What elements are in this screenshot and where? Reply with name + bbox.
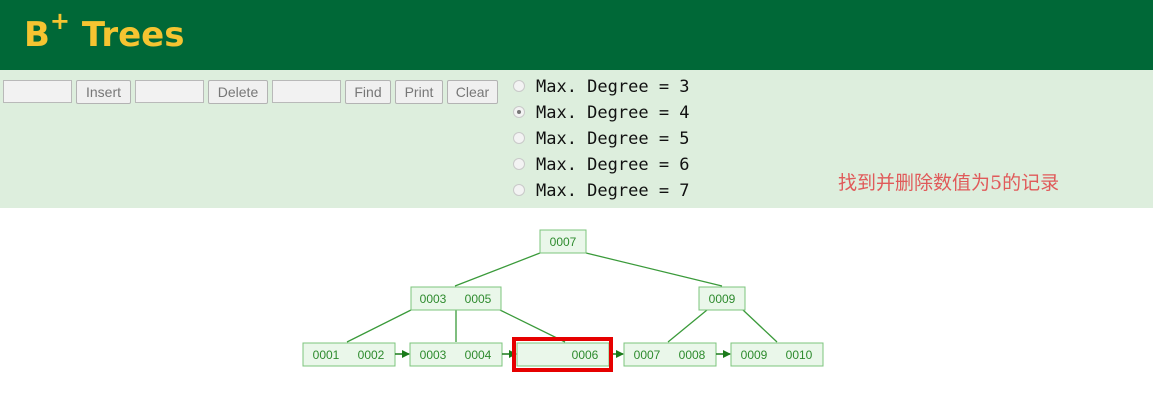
degree-label-6: Max. Degree = 6 xyxy=(536,155,690,175)
delete-input[interactable] xyxy=(135,80,204,103)
leaf-3-key-2: 0006 xyxy=(572,348,599,362)
leaf-5-key-2: 0010 xyxy=(786,348,813,362)
bplus-tree-diagram: 0007 0003 0005 0009 0001 0002 0003 0004 … xyxy=(302,229,824,372)
leaf-4-key-2: 0008 xyxy=(679,348,706,362)
page-title: B+ Trees xyxy=(24,7,185,55)
delete-button[interactable]: Delete xyxy=(208,80,268,104)
leaf-5-key-1: 0009 xyxy=(741,348,768,362)
leaf-2-key-1: 0003 xyxy=(420,348,447,362)
degree-label-5: Max. Degree = 5 xyxy=(536,129,690,149)
find-input[interactable] xyxy=(272,80,341,103)
leaf-1-key-1: 0001 xyxy=(313,348,340,362)
degree-radio-4[interactable] xyxy=(513,106,525,118)
clear-button[interactable]: Clear xyxy=(447,80,498,104)
edge-internal-right-to-leaf-5 xyxy=(742,309,778,343)
internal-left-key-1: 0003 xyxy=(420,292,447,306)
leaf-node-5 xyxy=(730,342,824,367)
internal-node-left xyxy=(410,286,502,311)
control-panel: Insert Delete Find Print Clear Max. Degr… xyxy=(0,70,1153,208)
internal-right-key-1: 0009 xyxy=(709,292,736,306)
degree-radio-5[interactable] xyxy=(513,132,525,144)
internal-left-key-2: 0005 xyxy=(465,292,492,306)
leaf-2-key-2: 0004 xyxy=(465,348,492,362)
edge-internal-left-to-leaf-3 xyxy=(499,309,566,343)
degree-radio-7[interactable] xyxy=(513,184,525,196)
degree-label-4: Max. Degree = 4 xyxy=(536,103,690,123)
leaf-4-key-1: 0007 xyxy=(634,348,661,362)
degree-radio-3[interactable] xyxy=(513,80,525,92)
highlight-box xyxy=(512,337,613,372)
degree-radio-6[interactable] xyxy=(513,158,525,170)
edge-root-to-internal-left xyxy=(454,252,541,287)
insert-button[interactable]: Insert xyxy=(76,80,131,104)
insert-input[interactable] xyxy=(3,80,72,103)
leaf-1-key-2: 0002 xyxy=(358,348,385,362)
degree-label-7: Max. Degree = 7 xyxy=(536,181,690,201)
edge-internal-right-to-leaf-4 xyxy=(667,309,708,343)
root-key: 0007 xyxy=(550,235,577,249)
edge-internal-left-to-leaf-1 xyxy=(346,309,412,343)
app-header: B+ Trees xyxy=(0,0,1153,70)
root-node xyxy=(539,229,587,254)
edge-root-to-internal-right xyxy=(585,252,723,287)
find-button[interactable]: Find xyxy=(345,80,391,104)
internal-node-right xyxy=(698,286,746,311)
print-button[interactable]: Print xyxy=(395,80,443,104)
degree-label-3: Max. Degree = 3 xyxy=(536,77,690,97)
annotation-note: 找到并删除数值为5的记录 xyxy=(838,172,1060,194)
